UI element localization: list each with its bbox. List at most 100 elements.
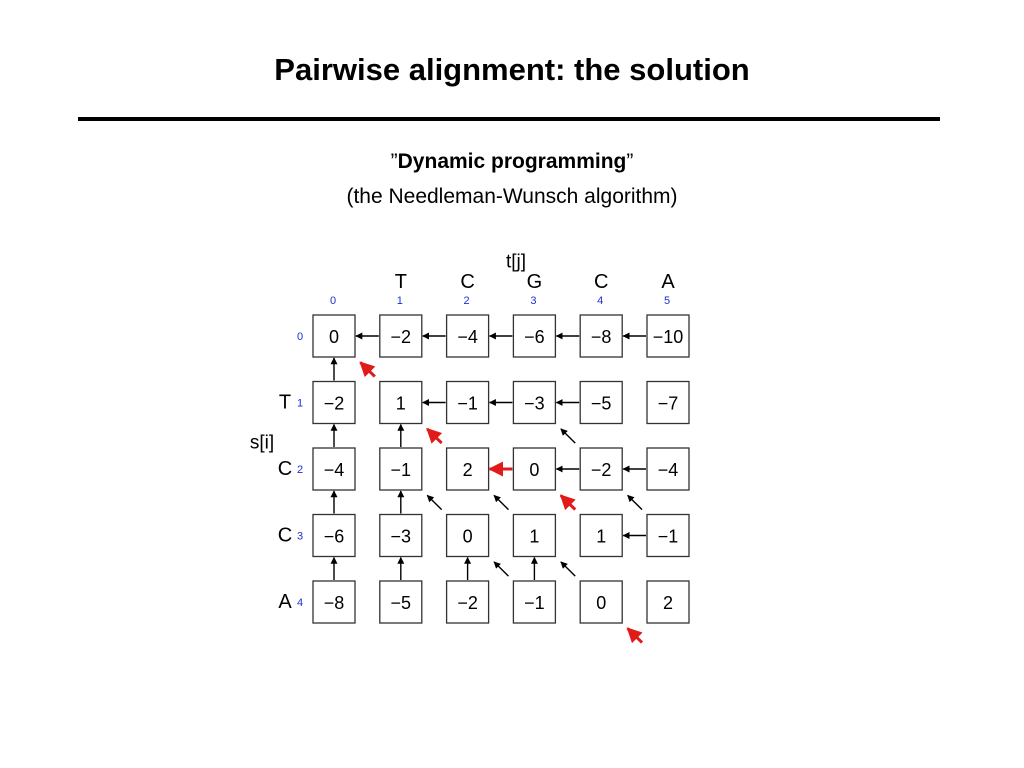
- matrix-cell-value: −8: [324, 593, 345, 613]
- subtitle-paren: (the Needleman-Wunsch algorithm): [346, 185, 678, 208]
- matrix-cell: [312, 380, 356, 425]
- matrix-cell: [512, 314, 557, 358]
- matrix-cell-value: −8: [591, 327, 612, 347]
- matrix-cell: [445, 380, 490, 425]
- arrow-diagonal: [560, 428, 576, 444]
- row-index-4: 4: [297, 597, 303, 609]
- matrix-cell-value: −2: [457, 593, 478, 613]
- col-letter-3: G: [527, 271, 543, 293]
- matrix-cell: [512, 380, 557, 425]
- matrix-cell: [312, 580, 356, 624]
- traceback-arrow-diagonal: [626, 627, 644, 644]
- row-index-3: 3: [297, 531, 303, 543]
- matrix-cell: [646, 314, 690, 358]
- matrix-cell-value: 1: [529, 527, 539, 547]
- matrix-cell: [445, 580, 490, 624]
- matrix-cell-value: −4: [457, 327, 478, 347]
- matrix-cell-value: −4: [324, 460, 345, 480]
- col-index-1: 1: [397, 295, 403, 307]
- arrow-diagonal: [493, 561, 509, 577]
- matrix-cell-value: −2: [391, 327, 412, 347]
- row-index-2: 2: [297, 464, 303, 476]
- matrix-cell-value: −1: [524, 593, 545, 613]
- traceback-arrow-diagonal: [559, 494, 577, 511]
- matrix-cell: [646, 513, 690, 558]
- matrix-cell: [379, 580, 423, 624]
- row-letter-1: T: [279, 392, 291, 414]
- matrix-cell: [512, 447, 557, 491]
- col-letter-1: T: [395, 271, 407, 293]
- matrix-cell-value: −1: [457, 394, 478, 414]
- matrix-cell: [312, 513, 356, 558]
- col-index-3: 3: [530, 295, 536, 307]
- matrix-cell-value: 1: [596, 527, 606, 547]
- matrix-cell: [646, 447, 690, 491]
- matrix-cell: [579, 314, 623, 358]
- matrix-cell: [512, 513, 557, 558]
- arrow-diagonal: [493, 494, 509, 511]
- col-letter-5: A: [661, 271, 675, 293]
- matrix-cell-value: −6: [524, 327, 545, 347]
- matrix-cell-value: −7: [658, 394, 679, 414]
- col-index-5: 5: [664, 295, 670, 307]
- matrix-cell-value: 0: [463, 527, 473, 547]
- subtitle-bold: Dynamic programming: [397, 150, 627, 173]
- traceback-arrow-diagonal: [426, 427, 443, 445]
- matrix-cell-value: −5: [391, 593, 412, 613]
- matrix-cell: [379, 380, 423, 425]
- row-letter-2: C: [278, 458, 292, 480]
- matrix-cell: [445, 314, 490, 358]
- close-quote: ”: [626, 150, 634, 173]
- row-letter-3: C: [278, 525, 292, 547]
- matrix-cell: [579, 380, 623, 425]
- matrix-cell: [312, 314, 356, 358]
- col-index-2: 2: [464, 295, 470, 307]
- matrix-cell-value: 0: [596, 593, 606, 613]
- matrix-cell: [379, 314, 423, 358]
- matrix-cell-value: 2: [663, 593, 673, 613]
- matrix-cell-value: 1: [396, 394, 406, 414]
- matrix-cell-value: −4: [658, 460, 679, 480]
- matrix-cell: [379, 513, 423, 558]
- subtitle-line: ”Dynamic programming”: [0, 148, 1024, 176]
- matrix-cell: [579, 580, 623, 624]
- arrow-diagonal: [426, 494, 443, 511]
- matrix-cell-value: −2: [591, 460, 612, 480]
- matrix-cell: [646, 580, 690, 624]
- row-index-1: 1: [297, 398, 303, 410]
- matrix-cell-value: −10: [653, 327, 684, 347]
- matrix-cell: [445, 513, 490, 558]
- matrix-cell-value: 0: [329, 327, 339, 347]
- col-letter-2: C: [460, 271, 474, 293]
- matrix-cell: [379, 447, 423, 491]
- matrix-cell: [646, 380, 690, 425]
- col-axis-label: t[j]: [506, 252, 526, 273]
- matrix-cell-value: −3: [524, 394, 545, 414]
- matrix-cell-value: −1: [391, 460, 412, 480]
- col-index-4: 4: [597, 295, 603, 307]
- matrix-cell: [579, 447, 623, 491]
- col-index-0: 0: [330, 295, 336, 307]
- col-letter-4: C: [594, 271, 608, 293]
- title-divider: [78, 117, 940, 121]
- slide-title: Pairwise alignment: the solution: [274, 52, 750, 87]
- matrix-cell-value: −2: [324, 394, 345, 414]
- matrix-cell-value: −1: [658, 527, 679, 547]
- row-index-0: 0: [297, 331, 303, 343]
- matrix-cell: [512, 580, 557, 624]
- matrix-cell-value: 0: [529, 460, 539, 480]
- row-axis-label: s[i]: [250, 433, 274, 454]
- traceback-arrow-diagonal: [359, 361, 376, 378]
- matrix-cell: [312, 447, 356, 491]
- matrix-cell-value: −5: [591, 394, 612, 414]
- matrix-cell: [445, 447, 490, 491]
- arrow-diagonal: [627, 494, 643, 511]
- open-quote: ”: [390, 150, 398, 173]
- matrix-cell: [579, 513, 623, 558]
- matrix-cell-value: −3: [391, 527, 412, 547]
- matrix-cell-value: 2: [463, 460, 473, 480]
- matrix-cell-value: −6: [324, 527, 345, 547]
- row-letter-4: A: [278, 591, 292, 613]
- arrow-diagonal: [560, 561, 576, 577]
